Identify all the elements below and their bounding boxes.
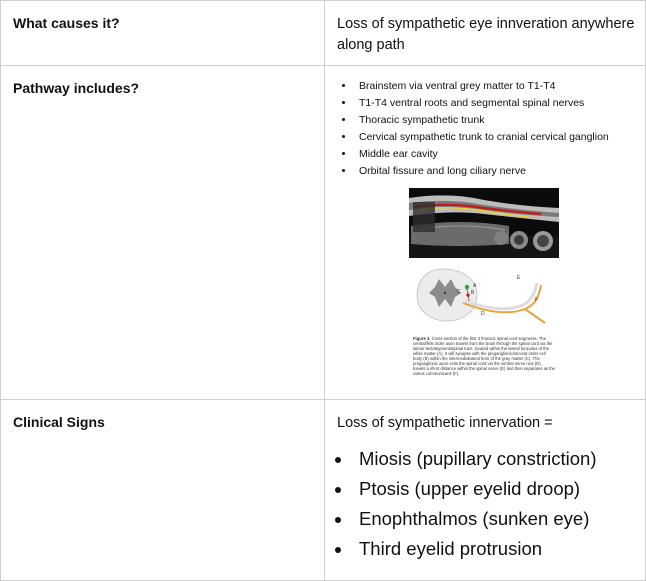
question-text: Pathway includes? bbox=[13, 80, 140, 96]
answer-cell: Brainstem via ventral grey matter to T1-… bbox=[324, 65, 646, 400]
list-item: Brainstem via ventral grey matter to T1-… bbox=[355, 78, 645, 95]
question-text: What causes it? bbox=[13, 15, 120, 31]
figure-letter-c: C bbox=[457, 289, 461, 295]
spinal-figure: A B C D E F Figure 3. Cross section of t… bbox=[409, 188, 559, 376]
ct-scan-image bbox=[409, 188, 559, 258]
list-item: Ptosis (upper eyelid droop) bbox=[353, 474, 645, 504]
figure-letter-f: F bbox=[535, 297, 538, 303]
figure-caption-label: Figure 3. bbox=[413, 336, 431, 341]
table-row: What causes it? Loss of sympathetic eye … bbox=[0, 0, 646, 66]
spinal-cord-diagram: A B C D E F bbox=[409, 263, 559, 329]
answer-text: Loss of sympathetic eye innveration anyw… bbox=[337, 16, 635, 53]
answer-cell: Loss of sympathetic innervation = Miosis… bbox=[324, 399, 646, 581]
list-item: T1-T4 ventral roots and segmental spinal… bbox=[355, 95, 645, 112]
list-item: Orbital fissure and long ciliary nerve bbox=[355, 163, 645, 180]
list-item: Enophthalmos (sunken eye) bbox=[353, 504, 645, 534]
question-cell: Pathway includes? bbox=[0, 65, 325, 400]
question-text: Clinical Signs bbox=[13, 414, 105, 430]
figure-caption: Figure 3. Cross section of the first 3 t… bbox=[413, 336, 555, 376]
figure-letter-a: A bbox=[473, 283, 477, 289]
list-item: Third eyelid protrusion bbox=[353, 534, 645, 564]
table-row: Pathway includes? Brainstem via ventral … bbox=[0, 65, 646, 400]
table-row: Clinical Signs Loss of sympathetic inner… bbox=[0, 399, 646, 581]
figure-letter-d: D bbox=[481, 311, 485, 317]
list-item: Middle ear cavity bbox=[355, 146, 645, 163]
list-item: Miosis (pupillary constriction) bbox=[353, 444, 645, 474]
figure-caption-text: Cross section of the first 3 thoracic sp… bbox=[413, 336, 555, 376]
clinical-signs-list: Miosis (pupillary constriction) Ptosis (… bbox=[325, 444, 645, 564]
figure-letter-e: E bbox=[517, 275, 521, 281]
list-item: Cervical sympathetic trunk to cranial ce… bbox=[355, 129, 645, 146]
answer-text: Loss of sympathetic innervation = bbox=[337, 415, 553, 431]
pathway-list: Brainstem via ventral grey matter to T1-… bbox=[325, 78, 645, 180]
list-item: Thoracic sympathetic trunk bbox=[355, 112, 645, 129]
answer-cell: Loss of sympathetic eye innveration anyw… bbox=[324, 0, 646, 66]
figure-letter-b: B bbox=[471, 290, 475, 296]
question-cell: What causes it? bbox=[0, 0, 325, 66]
question-cell: Clinical Signs bbox=[0, 399, 325, 581]
